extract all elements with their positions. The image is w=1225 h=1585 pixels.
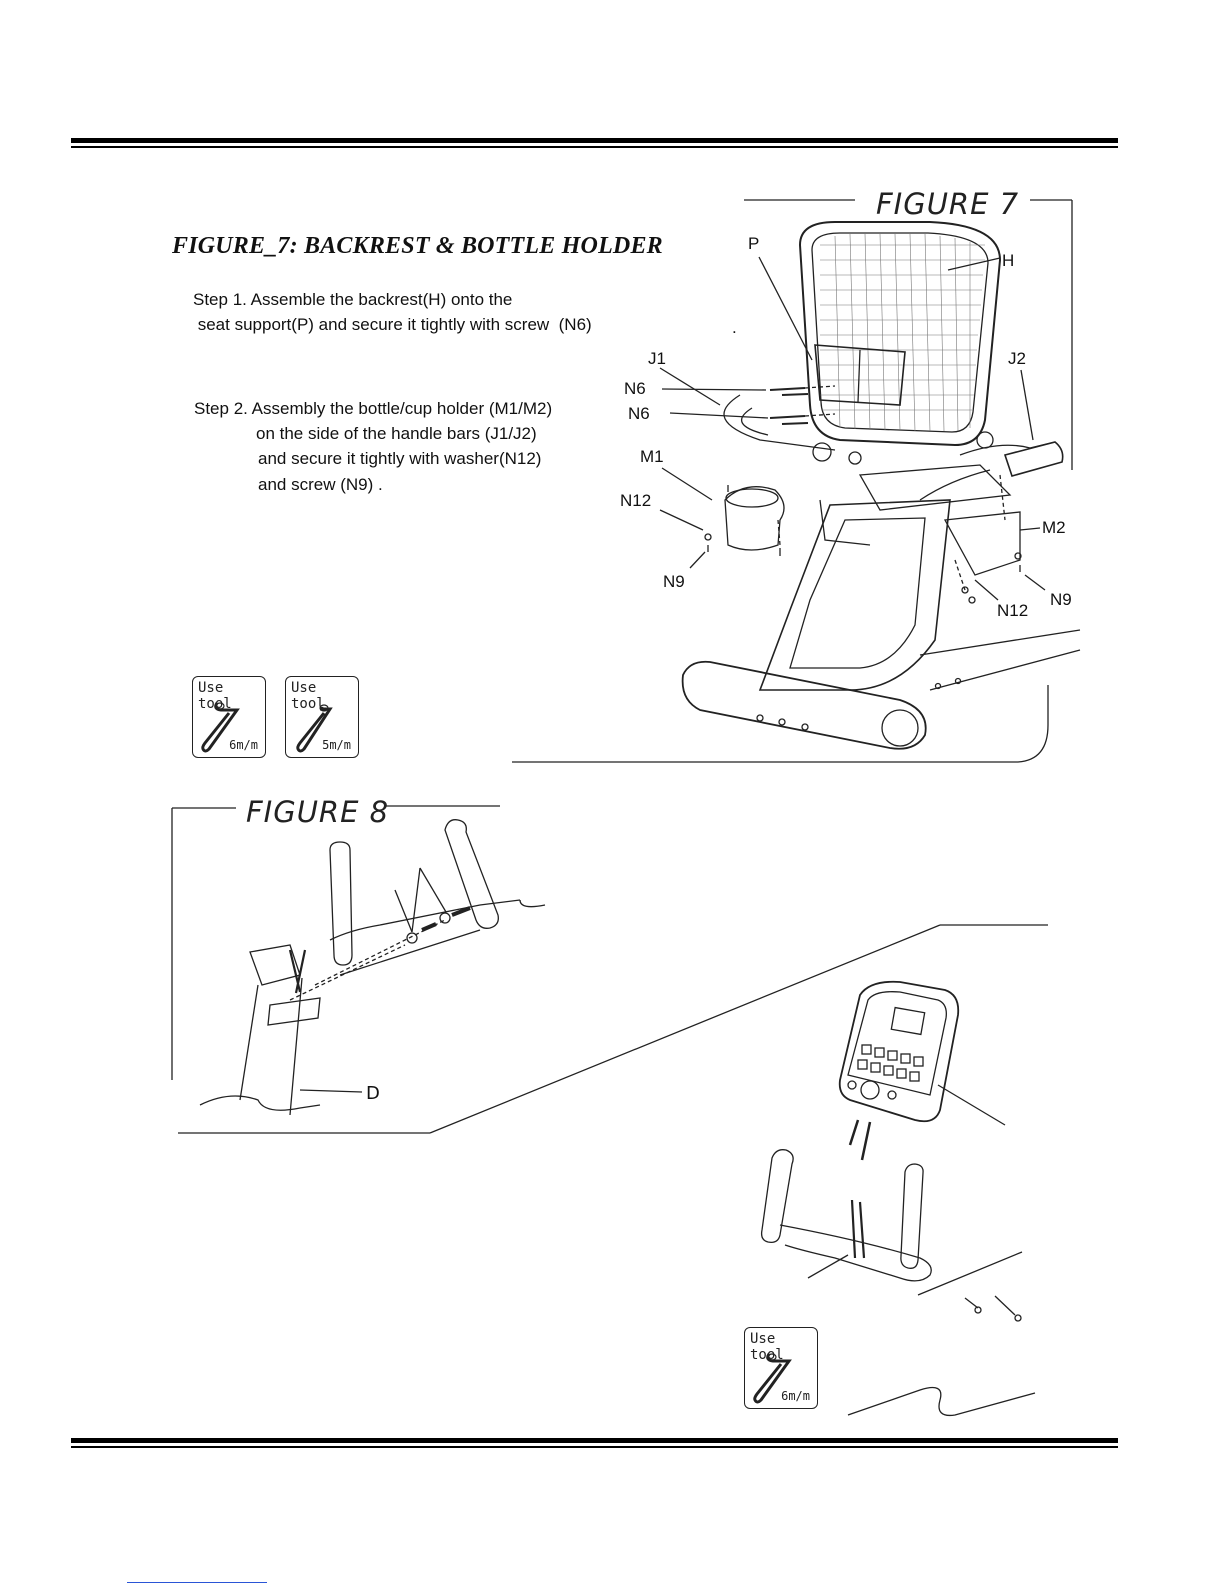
part-label-n12-right: N12: [997, 601, 1029, 620]
tool-box-6mm: Use tool 6m/m: [192, 676, 266, 758]
step-2-line-2: on the side of the handle bars (J1/J2): [256, 424, 537, 443]
step-1-line-1: Step 1. Assemble the backrest(H) onto th…: [193, 290, 513, 309]
part-label-d: D: [366, 1083, 380, 1104]
part-label-m2: M2: [1042, 518, 1066, 537]
step-2-line-1: Step 2. Assembly the bottle/cup holder (…: [194, 399, 553, 418]
part-label-j2: J2: [1008, 349, 1026, 368]
step-1-line-2: seat support(P) and secure it tightly wi…: [193, 315, 592, 334]
tool-size: 6m/m: [781, 1389, 810, 1403]
bottom-rule-thick: [71, 1438, 1118, 1443]
hex-key-icon: [201, 702, 240, 753]
part-label-j1: J1: [648, 349, 666, 368]
hex-key-icon: [753, 1353, 792, 1404]
tool-box-6mm-bottom: Use tool 6m/m: [744, 1327, 818, 1409]
figure-7-label: FIGURE 7: [876, 187, 1020, 221]
tool-title: Use tool: [750, 1331, 784, 1363]
part-label-m1: M1: [640, 447, 664, 466]
tool-title: Use tool: [198, 680, 232, 712]
bottom-rule-thin: [71, 1446, 1118, 1448]
tool-size: 6m/m: [229, 738, 258, 752]
figure-8-label: FIGURE 8: [246, 795, 390, 829]
part-label-n9-left: N9: [663, 572, 685, 591]
step-2-line-4: and screw (N9) .: [258, 475, 383, 494]
stray-dot: .: [732, 318, 737, 337]
part-label-p: P: [748, 234, 760, 253]
hex-key-icon: [296, 704, 333, 753]
tool-title: Use tool: [291, 680, 325, 712]
part-label-n6-lower: N6: [628, 404, 650, 423]
top-rule-thin: [71, 146, 1118, 148]
top-rule-thick: [71, 138, 1118, 143]
part-label-h: H: [1002, 251, 1015, 270]
page-title: FIGURE_7: BACKREST & BOTTLE HOLDER: [172, 233, 663, 259]
part-label-n9-right: N9: [1050, 590, 1072, 609]
step-2-line-3: and secure it tightly with washer(N12): [258, 449, 542, 468]
page-edge-link-underline: [127, 1582, 267, 1583]
tool-box-5mm: Use tool 5m/m: [285, 676, 359, 758]
tool-size: 5m/m: [322, 738, 351, 752]
part-label-n6-upper: N6: [624, 379, 646, 398]
part-label-n12-left: N12: [620, 491, 652, 510]
